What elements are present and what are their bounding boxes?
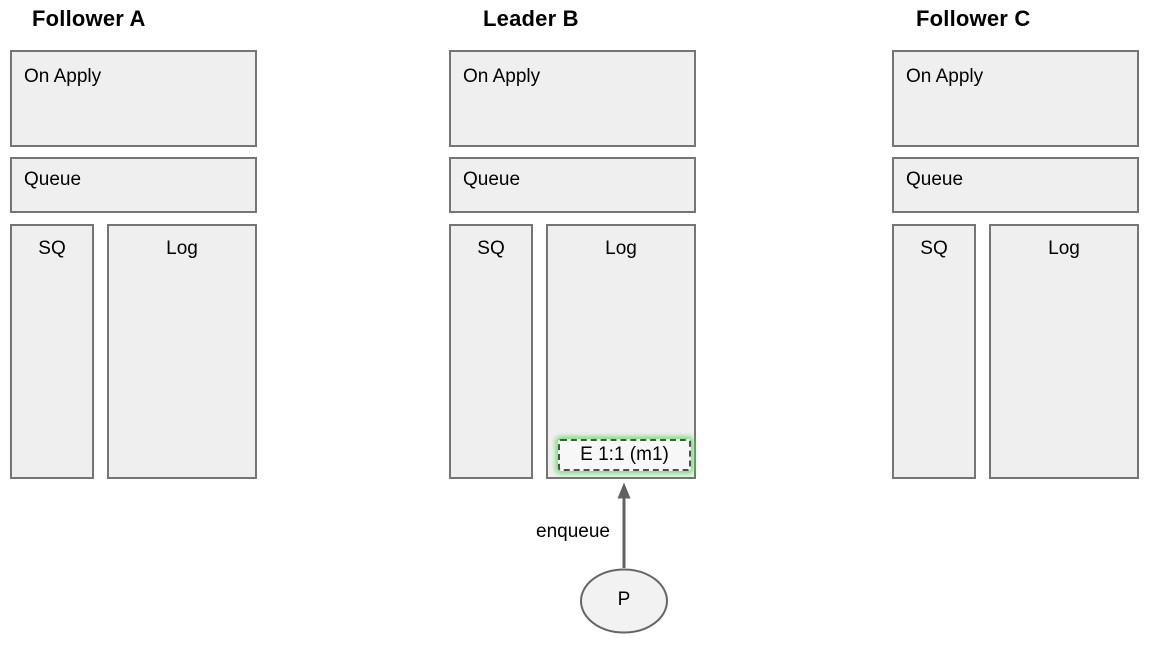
log-label: Log	[605, 238, 637, 259]
sq-label: SQ	[477, 238, 505, 259]
log-box: Log	[989, 224, 1139, 479]
node-follower-c: Follower C On Apply Queue SQ Log	[892, 0, 1139, 485]
node-title: Follower A	[32, 6, 146, 31]
on-apply-label: On Apply	[24, 66, 102, 87]
log-box: Log	[107, 224, 257, 479]
sq-box: SQ	[10, 224, 94, 479]
producer-label: P	[617, 589, 631, 610]
node-follower-a: Follower A On Apply Queue SQ Log	[10, 0, 257, 485]
sq-label: SQ	[38, 238, 66, 259]
node-leader-b: Leader B On Apply Queue SQ Log E 1:1 (m1…	[449, 0, 696, 485]
node-title: Leader B	[483, 6, 579, 31]
enqueue-label: enqueue	[536, 521, 610, 542]
queue-box: Queue	[449, 157, 696, 213]
sq-box: SQ	[449, 224, 533, 479]
log-label: Log	[1048, 238, 1080, 259]
on-apply-box: On Apply	[892, 50, 1139, 147]
on-apply-box: On Apply	[449, 50, 696, 147]
queue-box: Queue	[892, 157, 1139, 213]
queue-box: Queue	[10, 157, 257, 213]
sq-box: SQ	[892, 224, 976, 479]
node-title: Follower C	[916, 6, 1031, 31]
queue-label: Queue	[24, 169, 82, 190]
log-box: Log E 1:1 (m1)	[546, 224, 696, 479]
on-apply-label: On Apply	[906, 66, 984, 87]
queue-label: Queue	[463, 169, 521, 190]
on-apply-label: On Apply	[463, 66, 541, 87]
sq-label: SQ	[920, 238, 948, 259]
log-label: Log	[166, 238, 198, 259]
queue-label: Queue	[906, 169, 964, 190]
log-entry-e1-1: E 1:1 (m1)	[558, 439, 691, 471]
on-apply-box: On Apply	[10, 50, 257, 147]
